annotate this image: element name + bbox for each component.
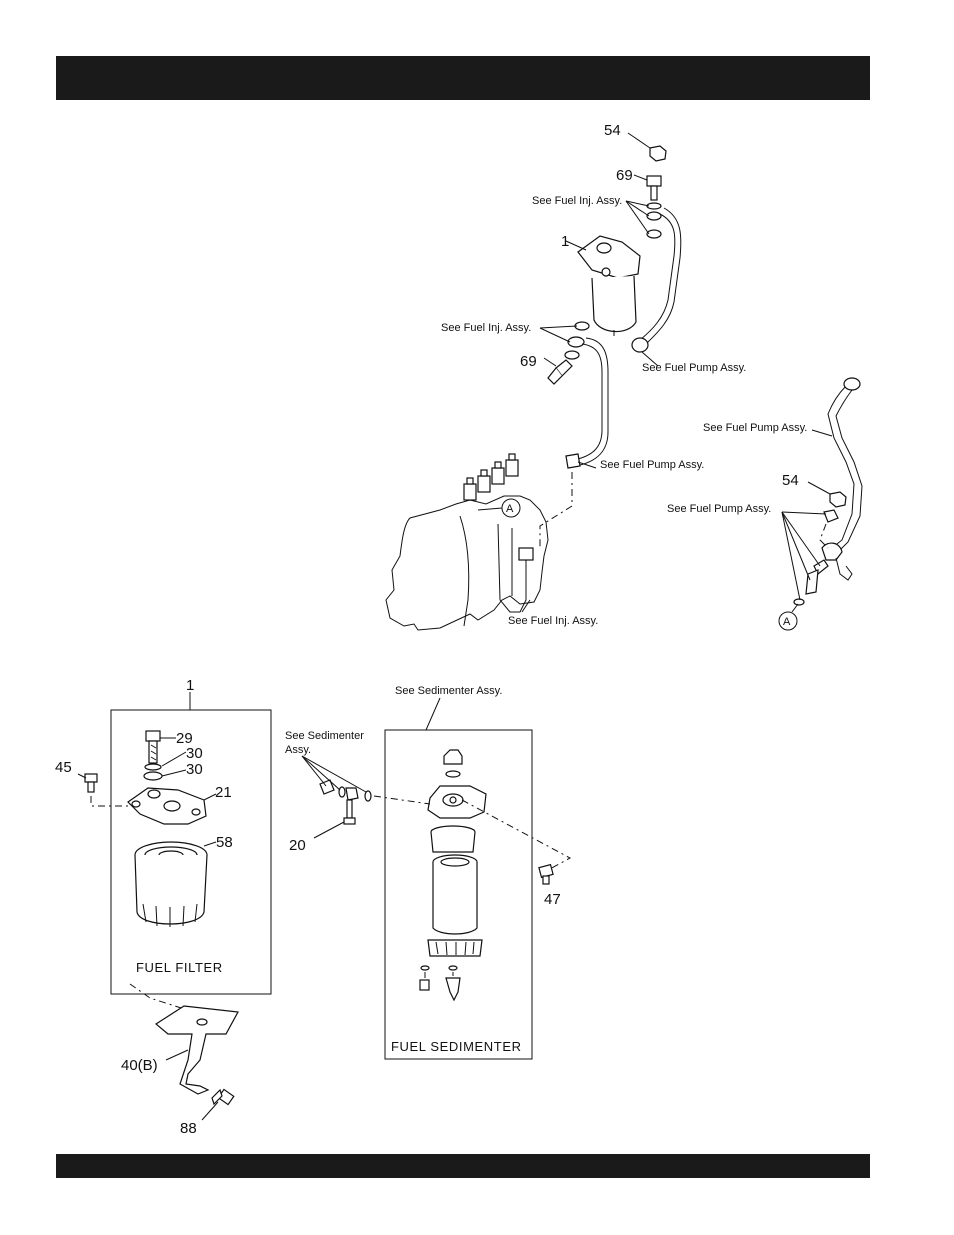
note-fuel-inj-3: See Fuel Inj. Assy. [508, 615, 598, 627]
note-fuel-pump-3: See Fuel Pump Assy. [600, 459, 704, 471]
callout-58: 58 [216, 834, 233, 851]
callout-47: 47 [544, 891, 561, 908]
callout-40b: 40(B) [121, 1057, 158, 1074]
callout-69-mid: 69 [520, 353, 537, 370]
note-sedimenter-left-2: Assy. [285, 744, 311, 756]
callout-69-top: 69 [616, 167, 633, 184]
marker-a: A [506, 503, 514, 515]
callout-1-top: 1 [561, 233, 569, 250]
fuel-sedimenter-title: FUEL SEDIMENTER [391, 1039, 522, 1054]
note-sedimenter-top: See Sedimenter Assy. [395, 685, 502, 697]
fitting-assembly-20 [302, 756, 553, 884]
callout-30-a: 30 [186, 745, 203, 762]
note-sedimenter-left-1: See Sedimenter [285, 730, 364, 742]
note-fuel-inj-2: See Fuel Inj. Assy. [441, 322, 531, 334]
callout-54-top: 54 [604, 122, 621, 139]
marker-a-right: A [783, 616, 791, 628]
callout-1-filter: 1 [186, 677, 194, 694]
note-fuel-inj-1: See Fuel Inj. Assy. [532, 195, 622, 207]
note-fuel-pump-1: See Fuel Pump Assy. [642, 362, 746, 374]
callout-45: 45 [55, 759, 72, 776]
callout-54-right: 54 [782, 472, 799, 489]
fuel-filter-title: FUEL FILTER [136, 960, 223, 975]
callout-88: 88 [180, 1120, 197, 1137]
fuel-filter-panel [78, 692, 271, 1120]
note-fuel-pump-4: See Fuel Pump Assy. [667, 503, 771, 515]
callout-21: 21 [215, 784, 232, 801]
fuel-sedimenter-panel [385, 698, 570, 1059]
upper-fuel-line-assembly [386, 133, 862, 630]
callout-30-b: 30 [186, 761, 203, 778]
note-fuel-pump-2: See Fuel Pump Assy. [703, 422, 807, 434]
callout-20: 20 [289, 837, 306, 854]
